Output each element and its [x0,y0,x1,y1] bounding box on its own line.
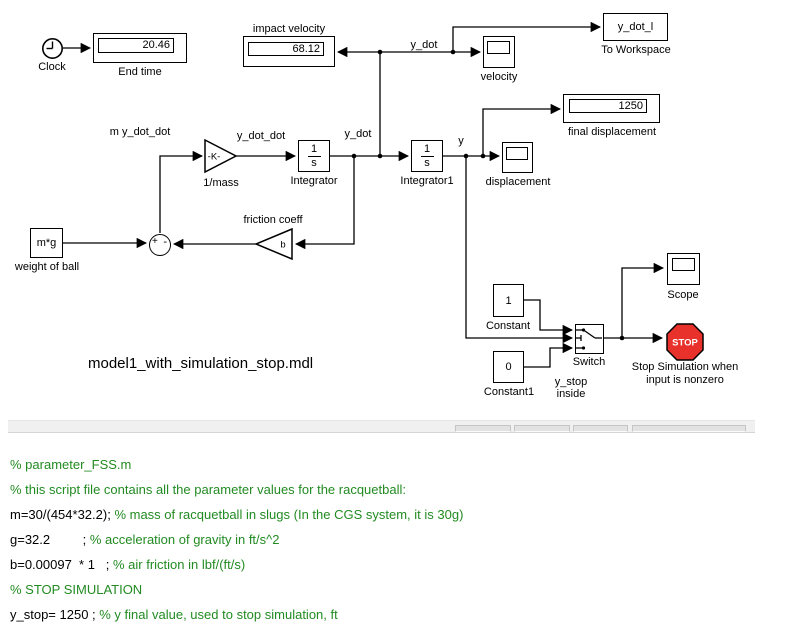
integrator1-block[interactable]: 1 s [411,140,443,172]
code-comment: % STOP SIMULATION [10,582,143,597]
integrator1-fraction: 1 s [412,141,442,171]
signal-label-y: y [458,135,464,147]
wires-layer [63,21,665,368]
weight-constant-value: m*g [36,237,57,249]
constant1-block[interactable]: 0 [493,351,524,383]
code-comment: % parameter_FSS.m [10,457,132,472]
code-statement: m=30/(454*32.2); [10,507,115,522]
wire-sum-massgain [159,150,204,233]
mass-gain-value: -K- [208,152,221,163]
friction-gain-label: friction coeff [243,214,303,226]
divider-cell [455,425,511,432]
code-line: m=30/(454*32.2); % mass of racquetball i… [10,502,785,527]
end-time-display-block[interactable]: 20.46 [93,33,187,63]
clock-label: Clock [38,61,66,73]
mass-gain-block[interactable]: -K- [204,139,238,174]
velocity-scope-block[interactable] [483,36,515,68]
end-time-value: 20.46 [98,38,174,53]
to-workspace-variable: y_dot_l [617,21,654,33]
switch-icon [576,328,602,350]
stop-simulation-block[interactable]: STOP [666,323,704,361]
script-text-area: % parameter_FSS.m % this script file con… [10,452,785,627]
code-statement: y_stop= 1250 ; [10,607,100,622]
integrator-block[interactable]: 1 s [298,140,330,172]
wire-y-finaldisplacement [482,103,562,156]
stop-caption-line2: input is nonzero [646,374,724,386]
wire-switch-scope [621,262,665,338]
constant-value: 1 [505,294,512,307]
friction-gain-value: b [280,240,285,251]
impact-velocity-display-block[interactable]: 68.12 [243,36,335,67]
sum-plus-sign: + [152,236,158,247]
velocity-scope-screen-icon [487,41,510,54]
displacement-scope-label: displacement [485,176,551,188]
switch-note-line2: inside [556,388,586,400]
model-title: model1_with_simulation_stop.mdl [88,355,314,372]
integrator-label: Integrator [290,175,338,187]
impact-velocity-value: 68.12 [248,42,324,56]
divider-cell [514,425,570,432]
constant-block[interactable]: 1 [493,284,524,317]
wire-feedback-frictiongain [294,156,355,250]
code-line: y_stop= 1250 ; % y final value, used to … [10,602,785,627]
code-line: g=32.2 ; % acceleration of gravity in ft… [10,527,785,552]
wire-y-switch [465,156,574,344]
code-statement: g=32.2 ; [10,532,90,547]
weight-constant-label: weight of ball [14,261,80,273]
wire-ydot-toworkspace [452,21,602,52]
divider-cell [632,425,746,432]
wire-constant-switch [524,299,574,336]
constant-label: Constant [485,320,531,332]
friction-gain-block[interactable]: b [255,228,293,261]
impact-velocity-label: impact velocity [252,23,326,35]
code-comment: % air friction in lbf/(ft/s) [113,557,246,572]
code-comment: % y final value, used to stop simulation… [99,607,338,622]
stop-caption-line1: Stop Simulation when [631,361,739,373]
code-line: b=0.00097 * 1 ; % air friction in lbf/(f… [10,552,785,577]
switch-note-line1: y_stop [554,376,588,388]
code-line: % this script file contains all the para… [10,477,785,502]
constant1-label: Constant1 [483,386,535,398]
sum-minus-sign: - [163,236,167,248]
code-comment: % this script file contains all the para… [10,482,406,497]
velocity-scope-label: velocity [480,71,518,83]
displacement-scope-screen-icon [506,147,528,160]
signal-label-y-dot-top: y_dot [410,39,438,51]
gain-triangle-icon [255,228,293,261]
code-comment: % acceleration of gravity in ft/s^2 [89,532,280,547]
to-workspace-label: To Workspace [601,44,671,56]
displacement-scope-block[interactable] [502,142,533,173]
stop-text: STOP [672,338,698,349]
sum-block[interactable]: + - [149,234,171,256]
scope-block[interactable] [667,253,700,285]
end-time-label: End time [118,66,162,78]
integrator1-label: Integrator1 [400,175,454,187]
final-displacement-value: 1250 [569,99,647,113]
signal-label-y-dot-mid: y_dot [344,128,372,140]
integrator-fraction: 1 s [299,141,329,171]
signal-label-y-dot-dot: y_dot_dot [236,130,286,142]
code-comment: % mass of racquetball in slugs (In the C… [114,507,464,522]
code-line: % STOP SIMULATION [10,577,785,602]
signal-label-m-y-dot-dot: m y_dot_dot [109,126,171,138]
weight-constant-block[interactable]: m*g [30,228,63,258]
stop-octagon-icon [666,323,704,361]
final-displacement-display-block[interactable]: 1250 [563,94,660,123]
constant1-value: 0 [505,361,512,373]
wire-constant1-switch [524,342,574,368]
switch-label: Switch [572,356,606,368]
code-statement: b=0.00097 * 1 ; [10,557,113,572]
clock-block[interactable] [41,37,64,60]
gain-triangle-icon [204,139,238,174]
mass-gain-label: 1/mass [203,177,239,189]
scope-label: Scope [667,289,699,301]
code-line: % parameter_FSS.m [10,452,785,477]
divider-cell [573,425,628,432]
to-workspace-block[interactable]: y_dot_l [603,13,668,41]
final-displacement-label: final displacement [567,126,657,138]
switch-block[interactable] [575,324,604,354]
scope-screen-icon [672,258,695,271]
